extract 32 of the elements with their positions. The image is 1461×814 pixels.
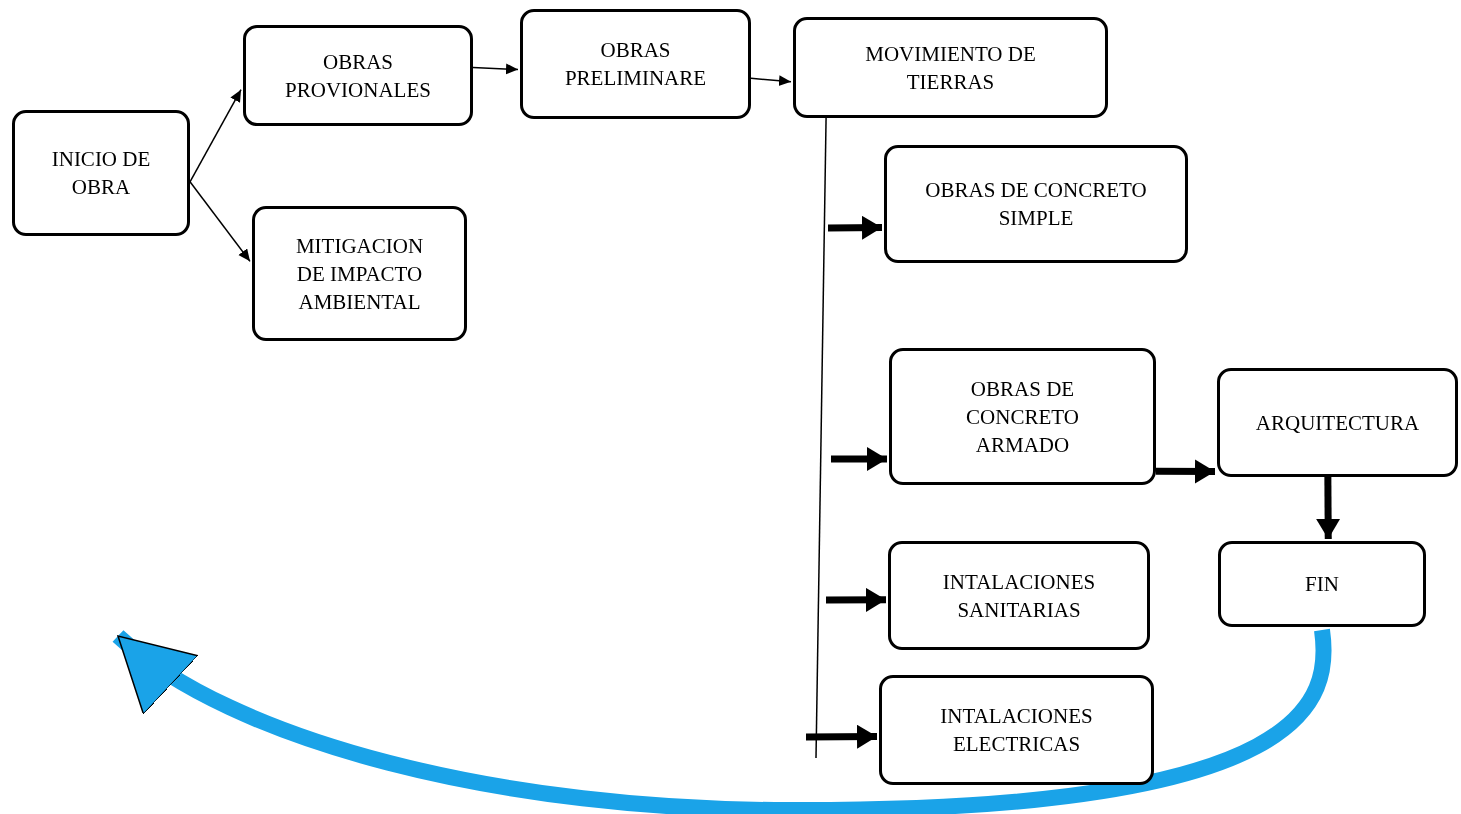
arrow — [189, 181, 251, 263]
box-label: OBRAS PROVIONALES — [284, 48, 432, 104]
box-label: FIN — [1305, 571, 1339, 598]
arrow — [189, 88, 242, 183]
box-label: OBRAS PRELIMINARE — [563, 37, 708, 92]
process-box — [12, 110, 190, 236]
box-label: INTALACIONES ELECTRICAS — [939, 703, 1094, 758]
arrow — [1316, 476, 1341, 540]
process-box — [520, 9, 751, 119]
box-label: INTALACIONES SANITARIAS — [941, 568, 1097, 624]
box-label: OBRAS DE CONCRETO SIMPLE — [924, 177, 1148, 232]
process-box — [243, 25, 473, 126]
process-box — [1217, 368, 1458, 477]
box-label: MOVIMIENTO DE TIERRAS — [864, 40, 1037, 96]
arrow — [1156, 459, 1215, 484]
box-label: MITIGACION DE IMPACTO AMBIENTAL — [294, 232, 425, 316]
curved-arrow — [112, 629, 1332, 814]
process-box — [793, 17, 1108, 118]
arrow — [805, 724, 878, 749]
process-box — [879, 675, 1154, 785]
process-box — [888, 541, 1150, 650]
arrow — [827, 215, 883, 240]
process-box — [889, 348, 1156, 485]
process-box — [884, 145, 1188, 263]
box-label: OBRAS DE CONCRETO ARMADO — [965, 375, 1080, 459]
process-box — [1218, 541, 1426, 627]
arrow — [472, 63, 519, 75]
connector-line — [815, 117, 827, 759]
arrow — [750, 75, 792, 87]
box-label: INICIO DE OBRA — [50, 146, 152, 201]
box-label: ARQUITECTURA — [1255, 409, 1420, 437]
process-box — [252, 206, 467, 341]
